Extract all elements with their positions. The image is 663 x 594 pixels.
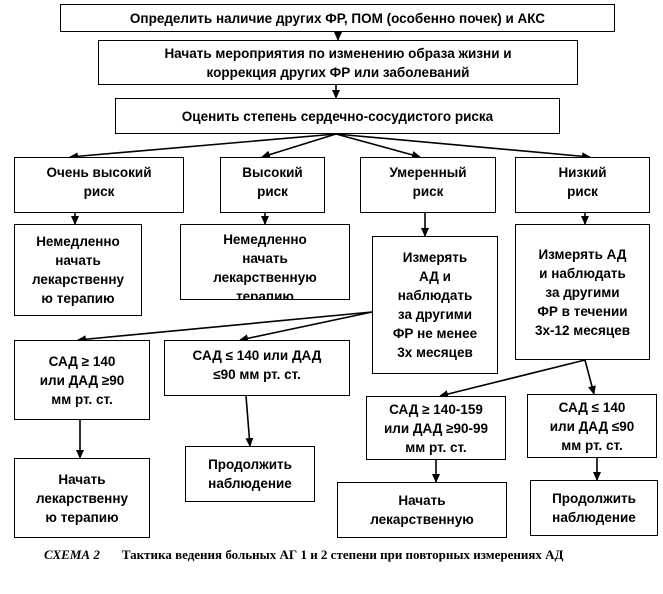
arrow-moderate-to-sad-ge140 — [77, 311, 373, 344]
continue-observation-mid-box: Продолжить наблюдение — [185, 446, 315, 502]
arrow-assess-to-very-high — [69, 133, 337, 161]
risk-high-box: Высокий риск — [220, 157, 325, 213]
caption-text: Тактика ведения больных АГ 1 и 2 степени… — [121, 547, 564, 562]
sad-le140-right-box: САД ≤ 140 или ДАД ≤90 мм рт. ст. — [527, 394, 657, 458]
start-therapy-right-box: Начать лекарственную — [337, 482, 507, 538]
arrow-sad-le140-mid-to-continue — [245, 395, 254, 447]
arrow-assess-to-high — [261, 133, 337, 159]
action-very-high-box: Немедленно начать лекарственну ю терапию — [14, 224, 142, 316]
lifestyle-box: Начать мероприятия по изменению образа ж… — [98, 40, 578, 85]
arrow-assess-to-moderate — [335, 133, 421, 159]
arrow-assess-to-low — [335, 133, 591, 161]
action-moderate-box: Измерять АД и наблюдать за другими ФР не… — [372, 236, 498, 374]
assess-risk-box: Оценить степень сердечно-сосудистого рис… — [115, 98, 560, 134]
arrow-low-to-sad-le140-right — [584, 359, 596, 395]
caption-label: СХЕМА 2 — [44, 547, 100, 562]
continue-observation-right-box: Продолжить наблюдение — [530, 480, 658, 536]
start-therapy-left-box: Начать лекарственну ю терапию — [14, 458, 150, 538]
risk-moderate-box: Умеренный риск — [360, 157, 496, 213]
risk-very-high-box: Очень высокий риск — [14, 157, 184, 213]
determine-box: Определить наличие других ФР, ПОМ (особе… — [60, 4, 615, 32]
sad-le140-mid-box: САД ≤ 140 или ДАД ≤90 мм рт. ст. — [164, 340, 350, 396]
risk-low-box: Низкий риск — [515, 157, 650, 213]
arrow-moderate-to-sad-le140-mid — [239, 311, 373, 343]
action-high-box: Немедленно начать лекарственную терапию — [180, 224, 350, 300]
sad-ge140-box: САД ≥ 140 или ДАД ≥90 мм рт. ст. — [14, 340, 150, 420]
arrow-low-to-sad-140-159 — [439, 359, 586, 398]
figure-caption: СХЕМА 2 Тактика ведения больных АГ 1 и 2 … — [44, 546, 644, 564]
sad-140-159-box: САД ≥ 140-159 или ДАД ≥90-99 мм рт. ст. — [366, 396, 506, 460]
action-low-box: Измерять АД и наблюдать за другими ФР в … — [515, 224, 650, 360]
